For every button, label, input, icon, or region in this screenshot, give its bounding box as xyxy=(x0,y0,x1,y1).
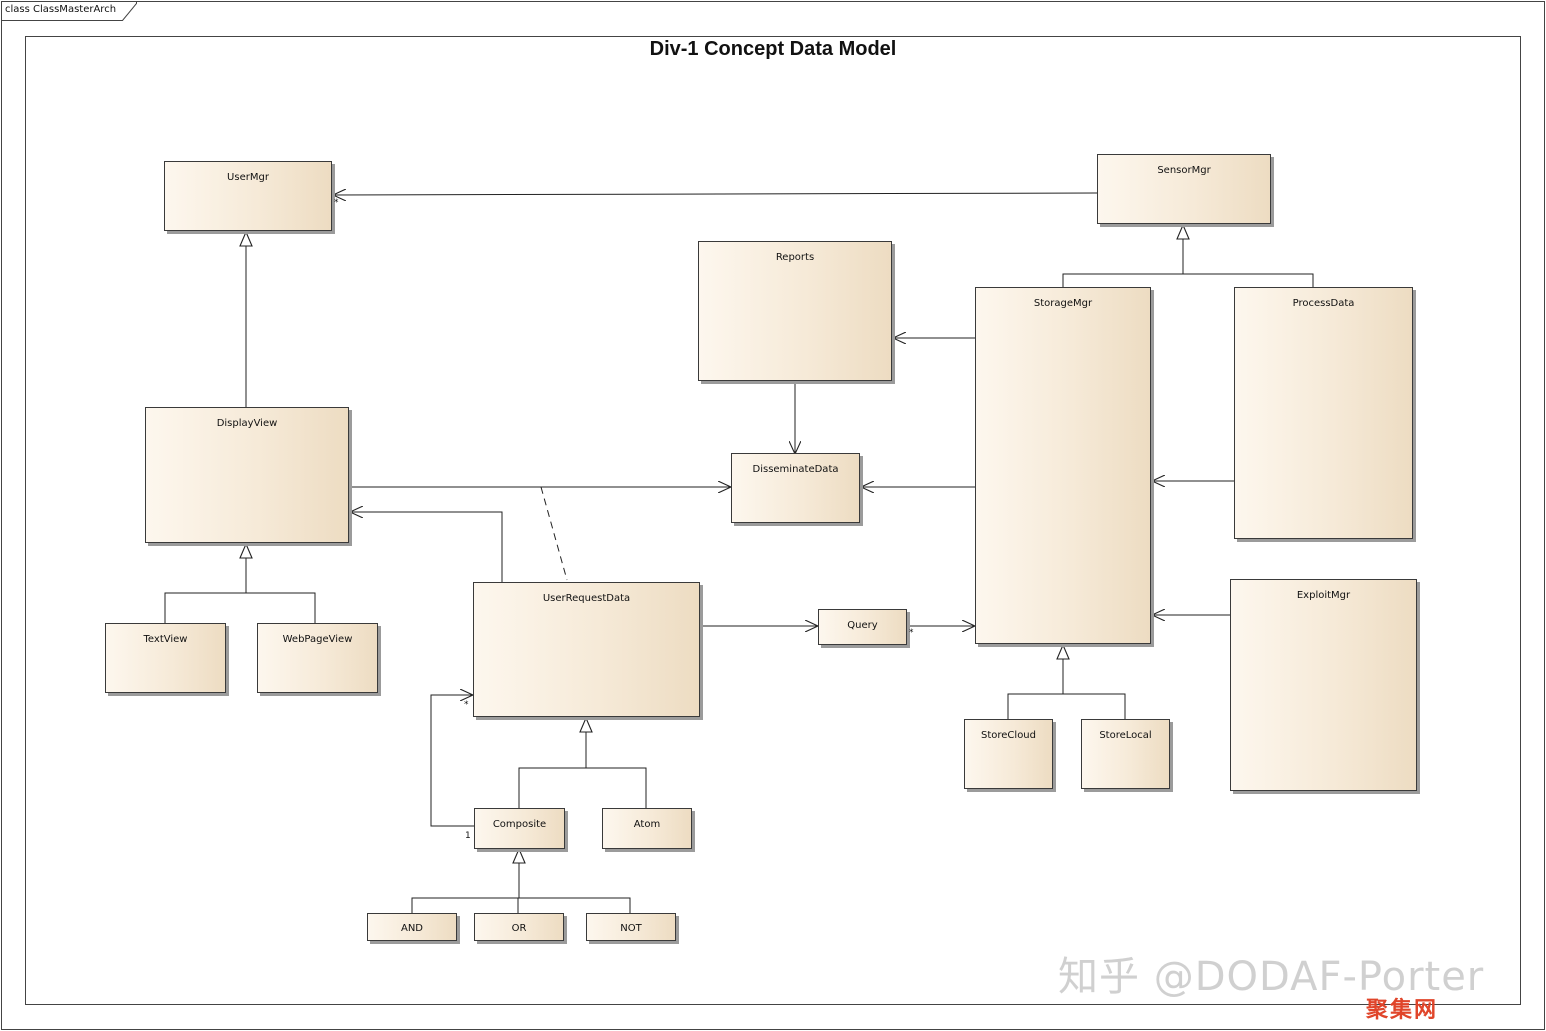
gen-tree-displayview xyxy=(164,544,316,623)
class-sensormgr[interactable]: SensorMgr xyxy=(1097,154,1271,224)
class-name: SensorMgr xyxy=(1157,165,1211,176)
class-name: DisplayView xyxy=(216,418,278,429)
class-name: UserRequestData xyxy=(542,593,631,604)
class-textview[interactable]: TextView xyxy=(105,623,226,693)
class-name: TextView xyxy=(143,634,188,645)
gen-tree-storagemgr xyxy=(1007,645,1126,719)
assoc-sensormgr-usermgr xyxy=(333,193,1098,195)
class-composite[interactable]: Composite xyxy=(474,808,565,849)
class-usermgr[interactable]: UserMgr xyxy=(164,161,332,231)
gen-tree-composite xyxy=(411,849,631,913)
assoc-class-dashed xyxy=(540,486,568,581)
class-exploitmgr[interactable]: ExploitMgr xyxy=(1230,579,1417,791)
frame-label: class ClassMasterArch xyxy=(5,4,117,15)
class-name: Query xyxy=(847,620,878,631)
class-reports[interactable]: Reports xyxy=(698,241,892,381)
class-name: OR xyxy=(511,923,527,934)
class-name: StoreCloud xyxy=(981,730,1036,741)
class-or[interactable]: OR xyxy=(474,913,564,941)
class-name: Reports xyxy=(775,252,815,263)
class-name: NOT xyxy=(620,923,642,934)
frame-tab xyxy=(1,1,137,21)
class-storelocal[interactable]: StoreLocal xyxy=(1081,719,1170,789)
inner-boundary xyxy=(25,36,1521,1005)
class-name: StorageMgr xyxy=(1033,298,1093,309)
assoc-userrequest-displayview xyxy=(350,512,503,582)
class-name: Atom xyxy=(633,819,661,830)
multiplicity-query: * xyxy=(909,628,914,638)
class-userrequestdata[interactable]: UserRequestData xyxy=(473,582,700,717)
class-webpageview[interactable]: WebPageView xyxy=(257,623,378,693)
assoc-composite-userrequest xyxy=(430,695,475,827)
multiplicity-userrequest: * xyxy=(464,700,469,710)
class-name: UserMgr xyxy=(227,172,269,183)
class-atom[interactable]: Atom xyxy=(602,808,692,849)
class-storecloud[interactable]: StoreCloud xyxy=(964,719,1053,789)
class-storagemgr[interactable]: StorageMgr xyxy=(975,287,1151,644)
gen-tree-userrequest xyxy=(518,718,647,808)
class-name: ProcessData xyxy=(1292,298,1355,309)
class-and[interactable]: AND xyxy=(367,913,457,941)
diagram-title: Div-1 Concept Data Model xyxy=(649,38,897,60)
class-processdata[interactable]: ProcessData xyxy=(1234,287,1413,539)
multiplicity-usermgr: * xyxy=(334,198,339,208)
class-disseminatedata[interactable]: DisseminateData xyxy=(731,453,860,523)
class-name: ExploitMgr xyxy=(1296,590,1351,601)
class-name: DisseminateData xyxy=(752,464,839,475)
multiplicity-composite: 1 xyxy=(465,831,471,841)
watermark-text: 知乎 @DODAF-Porter xyxy=(1058,954,1485,1000)
class-name: WebPageView xyxy=(282,634,353,645)
class-name: StoreLocal xyxy=(1099,730,1152,741)
watermark-site: 聚集网 xyxy=(1366,998,1439,1023)
gen-tree-sensormgr xyxy=(1062,225,1314,288)
class-name: AND xyxy=(400,923,424,934)
class-not[interactable]: NOT xyxy=(586,913,676,941)
class-displayview[interactable]: DisplayView xyxy=(145,407,349,543)
class-name: Composite xyxy=(492,819,547,830)
class-query[interactable]: Query xyxy=(818,609,907,645)
